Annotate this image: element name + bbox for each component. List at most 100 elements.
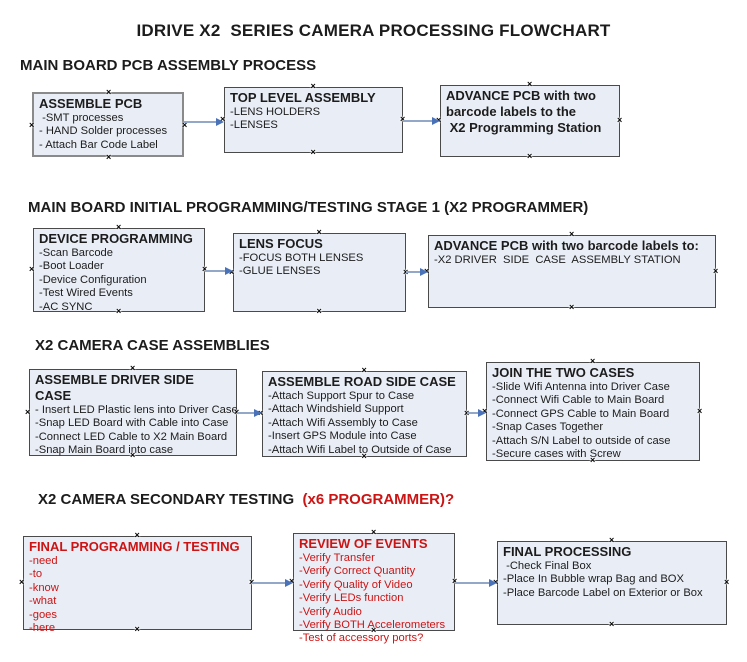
box-item: -AC SYNC — [39, 300, 93, 313]
flowchart-title: IDRIVE X2 SERIES CAMERA PROCESSING FLOWC… — [136, 21, 611, 40]
anchor-mark: × — [724, 577, 730, 587]
process-box: ADVANCE PCB with two barcode labels to t… — [436, 80, 623, 161]
process-box: ASSEMBLE PCB -SMT processes- HAND Solder… — [29, 88, 187, 162]
box-title: TOP LEVEL ASSEMBLY — [230, 90, 376, 105]
anchor-mark: × — [713, 265, 719, 276]
anchor-mark: × — [527, 151, 533, 161]
box-item: -Test Wired Events — [39, 287, 133, 300]
anchor-mark: × — [29, 119, 35, 130]
anchor-mark: × — [617, 115, 623, 125]
box-item: -know — [29, 581, 59, 594]
process-box: ASSEMBLE ROAD SIDE CASE-Attach Support S… — [258, 366, 469, 461]
box-item: -Boot Loader — [39, 260, 104, 273]
box-item: -Snap Cases Together — [492, 421, 604, 434]
connector-arrow-head-icon — [420, 268, 428, 276]
anchor-mark: × — [25, 406, 31, 417]
box-title: DEVICE PROGRAMMING — [39, 231, 193, 246]
section-header: X2 CAMERA CASE ASSEMBLIES — [35, 337, 270, 354]
anchor-mark: × — [609, 619, 615, 629]
connector-arrow-line — [406, 271, 421, 273]
process-box: FINAL PROCESSING -Check Final Box-Place … — [493, 536, 730, 629]
box-title: JOIN THE TWO CASES — [492, 365, 635, 380]
box-item: -Check Final Box — [503, 560, 592, 572]
box-item: -LENS HOLDERS — [230, 106, 321, 118]
connector-arrow-line — [205, 270, 226, 272]
box-item: -Device Configuration — [39, 273, 147, 286]
box-item: -SMT processes — [39, 112, 124, 124]
box-item: -Connect Wifi Cable to Main Board — [492, 394, 665, 407]
box-title: ASSEMBLE PCB — [39, 96, 143, 111]
process-box: REVIEW OF EVENTS-Verify Transfer-Verify … — [289, 528, 457, 645]
connector-arrow-line — [252, 582, 286, 584]
process-box: TOP LEVEL ASSEMBLY-LENS HOLDERS-LENSES××… — [220, 82, 405, 157]
box-item: -Attach Windshield Support — [268, 403, 404, 416]
box-item: -Place Barcode Label on Exterior or Box — [503, 586, 703, 599]
box-title: ADVANCE PCB with two barcode labels to t… — [446, 88, 602, 135]
section-header: MAIN BOARD INITIAL PROGRAMMING/TESTING S… — [28, 199, 588, 216]
connector-arrow-line — [467, 412, 479, 414]
anchor-mark: × — [569, 302, 575, 312]
box-item: -Verify Audio — [299, 605, 362, 618]
box-item: -X2 DRIVER SIDE CASE ASSEMBLY STATION — [434, 254, 681, 266]
box-item: -FOCUS BOTH LENSES — [239, 252, 364, 264]
section-header-text: MAIN BOARD PCB ASSEMBLY PROCESS — [20, 57, 317, 74]
section-header-text: X2 CAMERA CASE ASSEMBLIES — [35, 337, 270, 354]
anchor-mark: × — [697, 405, 703, 416]
connector-arrow-line — [455, 582, 490, 584]
box-item: -goes — [29, 608, 57, 621]
box-title: ASSEMBLE DRIVER SIDE CASE — [35, 372, 198, 403]
box-item: -Attach Wifi Assembly to Case — [268, 416, 418, 429]
box-item: -Attach S/N Label to outside of case — [492, 434, 671, 447]
connector-arrow-head-icon — [432, 117, 440, 125]
box-item: -Connect GPS Cable to Main Board — [492, 407, 670, 420]
box-item: - Insert LED Plastic lens into Driver Ca… — [35, 404, 238, 416]
connector-arrow-head-icon — [478, 409, 486, 417]
box-item: -what — [29, 595, 57, 608]
box-item: -here — [29, 622, 56, 635]
box-item: -need — [29, 555, 58, 567]
box-item: -Scan Barcode — [39, 247, 114, 259]
section-header-text: MAIN BOARD INITIAL PROGRAMMING/TESTING S… — [28, 199, 589, 216]
connector-arrow-line — [184, 121, 217, 123]
process-box: FINAL PROGRAMMING / TESTING-need-to-know… — [19, 531, 254, 635]
process-box: ASSEMBLE DRIVER SIDE CASE- Insert LED Pl… — [25, 364, 239, 460]
box-item: -Snap LED Board with Cable into Case — [35, 417, 229, 430]
connector-arrow-head-icon — [216, 118, 224, 126]
box-item: -Snap Main Board into case — [35, 444, 174, 457]
box-item: -Verify Correct Quantity — [299, 565, 416, 578]
box-item: - Attach Bar Code Label — [39, 138, 158, 151]
box-title: ADVANCE PCB with two barcode labels to: — [434, 238, 699, 253]
connector-arrow-head-icon — [489, 579, 497, 587]
section-header: MAIN BOARD PCB ASSEMBLY PROCESS — [20, 57, 316, 74]
box-title: ASSEMBLE ROAD SIDE CASE — [268, 374, 456, 389]
connector-arrow-line — [237, 412, 255, 414]
box-item: -Attach Wifi Label to Outside of Case — [268, 443, 452, 456]
section-header-text: X2 CAMERA SECONDARY TESTING — [38, 491, 299, 508]
connector-arrow-head-icon — [225, 267, 233, 275]
process-box: DEVICE PROGRAMMING-Scan Barcode-Boot Loa… — [29, 223, 207, 316]
anchor-mark: × — [316, 306, 322, 316]
box-item: -Insert GPS Module into Case — [268, 430, 417, 443]
box-title: FINAL PROGRAMMING / TESTING — [29, 539, 240, 554]
box-item: -Verify Quality of Video — [299, 578, 413, 591]
box-item: -Place In Bubble wrap Bag and BOX — [503, 573, 684, 586]
anchor-mark: × — [19, 577, 25, 587]
box-item: -Slide Wifi Antenna into Driver Case — [492, 381, 670, 393]
box-item: -Verify Transfer — [299, 552, 375, 564]
connector-arrow-line — [403, 120, 433, 122]
box-item: -Secure cases with Screw — [492, 448, 621, 461]
box-item: -Verify LEDs function — [299, 592, 404, 605]
process-box: LENS FOCUS-FOCUS BOTH LENSES-GLUE LENSES… — [229, 228, 408, 316]
section-header-red-text: (x6 PROGRAMMER)? — [298, 491, 455, 508]
box-title: FINAL PROCESSING — [503, 544, 632, 559]
process-box: ADVANCE PCB with two barcode labels to:-… — [424, 230, 719, 312]
process-box: JOIN THE TWO CASES-Slide Wifi Antenna in… — [482, 357, 703, 465]
box-item: -Verify BOTH Accelerometers — [299, 619, 446, 632]
box-item: -LENSES — [230, 119, 278, 132]
box-item: -Attach Support Spur to Case — [268, 390, 415, 402]
anchor-mark: × — [106, 152, 112, 162]
connector-arrow-head-icon — [254, 409, 262, 417]
box-item: -Connect LED Cable to X2 Main Board — [35, 430, 228, 443]
box-item: -Test of accessory ports? — [299, 632, 424, 645]
box-item: - HAND Solder processes — [39, 125, 168, 138]
